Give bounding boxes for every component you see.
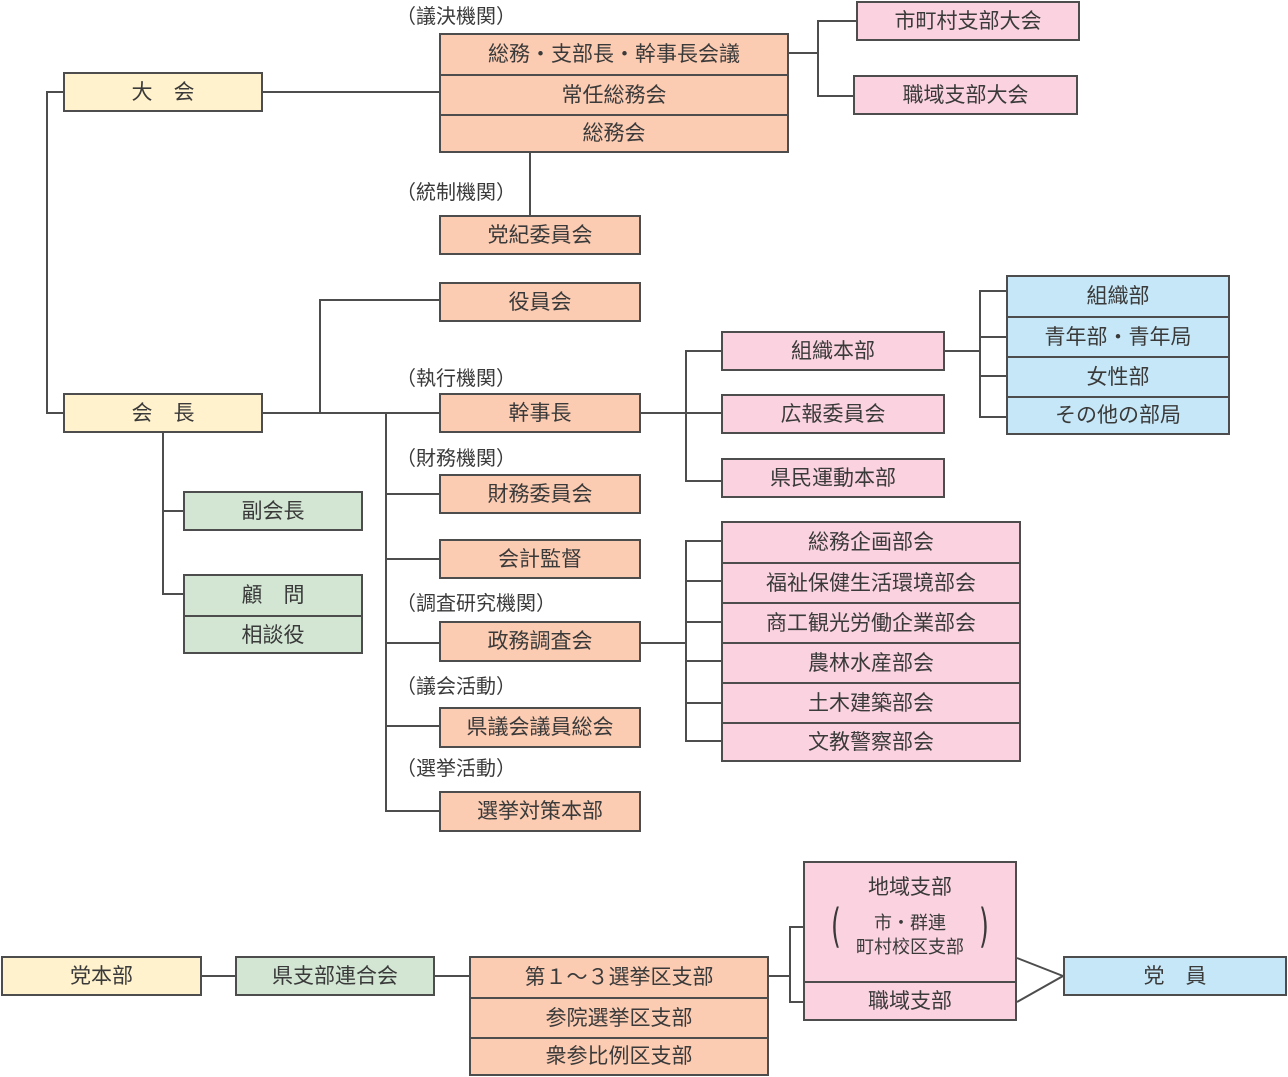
assembly-members-meeting: 県議会議員総会 bbox=[439, 707, 641, 748]
accounting-auditor: 会計監督 bbox=[439, 539, 641, 579]
label-decision: （議決機関） bbox=[396, 4, 516, 28]
organization-sub-cell: 女性部 bbox=[1008, 356, 1228, 396]
decision-stack: 総務・支部長・幹事長会議 常任総務会 総務会 bbox=[439, 33, 789, 153]
electoral-branch-stack: 第１～３選挙区支部 参院選挙区支部 衆参比例区支部 bbox=[469, 956, 769, 1076]
president-box: 会 長 bbox=[63, 393, 263, 433]
decision-cell: 総務・支部長・幹事長会議 bbox=[488, 42, 740, 66]
municipal-branch-convention: 市町村支部大会 bbox=[856, 1, 1080, 41]
finance-committee: 財務委員会 bbox=[439, 474, 641, 514]
label-control: （統制機関） bbox=[396, 180, 516, 204]
advisor-stack: 顧 問 相談役 bbox=[183, 574, 363, 654]
subcommittee-cell: 農林水産部会 bbox=[723, 642, 1019, 682]
regional-branch-title: 地域支部 bbox=[868, 875, 952, 899]
decision-cell: 総務会 bbox=[441, 114, 787, 151]
regional-branch-sub2: 町村校区支部 bbox=[856, 937, 964, 958]
electoral-branch-cell: 第１～３選挙区支部 bbox=[524, 965, 714, 989]
label-election: （選挙活動） bbox=[396, 756, 516, 780]
regional-branch-cell: 地域支部 ( ) 市・群連 町村校区支部 bbox=[805, 863, 1015, 981]
subcommittee-stack: 総務企画部会 福祉保健生活環境部会 商工観光労働企業部会 農林水産部会 土木建築… bbox=[721, 521, 1021, 762]
branch-stack: 地域支部 ( ) 市・群連 町村校区支部 職域支部 bbox=[803, 861, 1017, 1021]
party-members: 党 員 bbox=[1063, 956, 1287, 996]
right-paren: ) bbox=[979, 899, 989, 953]
prefectural-federation: 県支部連合会 bbox=[235, 956, 435, 996]
decision-cell: 常任総務会 bbox=[441, 74, 787, 114]
workplace-branch-convention: 職域支部大会 bbox=[853, 75, 1078, 115]
left-paren: ( bbox=[831, 899, 841, 953]
organization-sub-cell: 組織部 bbox=[1086, 284, 1150, 308]
secretary-general: 幹事長 bbox=[439, 393, 641, 433]
subcommittee-cell: 総務企画部会 bbox=[808, 530, 934, 554]
electoral-branch-cell: 参院選挙区支部 bbox=[471, 997, 767, 1037]
vice-president-box: 副会長 bbox=[183, 491, 363, 531]
policy-research-council: 政務調査会 bbox=[439, 621, 641, 662]
label-research: （調査研究機関） bbox=[396, 591, 556, 615]
subcommittee-cell: 商工観光労働企業部会 bbox=[723, 602, 1019, 642]
workplace-branch-cell: 職域支部 bbox=[805, 981, 1015, 1019]
regional-branch-sub1: 市・群連 bbox=[874, 913, 946, 934]
discipline-committee: 党紀委員会 bbox=[439, 215, 641, 255]
subcommittee-cell: 福祉保健生活環境部会 bbox=[723, 562, 1019, 602]
organization-sub-cell: その他の部局 bbox=[1008, 396, 1228, 433]
election-hq: 選挙対策本部 bbox=[439, 791, 641, 832]
party-hq: 党本部 bbox=[1, 956, 202, 996]
subcommittee-cell: 土木建築部会 bbox=[723, 682, 1019, 722]
label-executive: （執行機関） bbox=[396, 366, 516, 390]
counselor-cell: 相談役 bbox=[185, 615, 361, 654]
organization-hq: 組織本部 bbox=[721, 331, 945, 371]
subcommittee-cell: 文教警察部会 bbox=[723, 722, 1019, 760]
label-assembly: （議会活動） bbox=[396, 674, 516, 698]
citizen-movement-hq: 県民運動本部 bbox=[721, 458, 945, 498]
electoral-branch-cell: 衆参比例区支部 bbox=[471, 1037, 767, 1074]
pr-committee: 広報委員会 bbox=[721, 394, 945, 434]
label-finance: （財務機関） bbox=[396, 446, 516, 470]
organization-sub-stack: 組織部 青年部・青年局 女性部 その他の部局 bbox=[1006, 275, 1230, 435]
convention-box: 大 会 bbox=[63, 72, 263, 112]
advisor-cell: 顧 問 bbox=[241, 583, 305, 607]
officers-board: 役員会 bbox=[439, 282, 641, 322]
organization-sub-cell: 青年部・青年局 bbox=[1008, 316, 1228, 356]
